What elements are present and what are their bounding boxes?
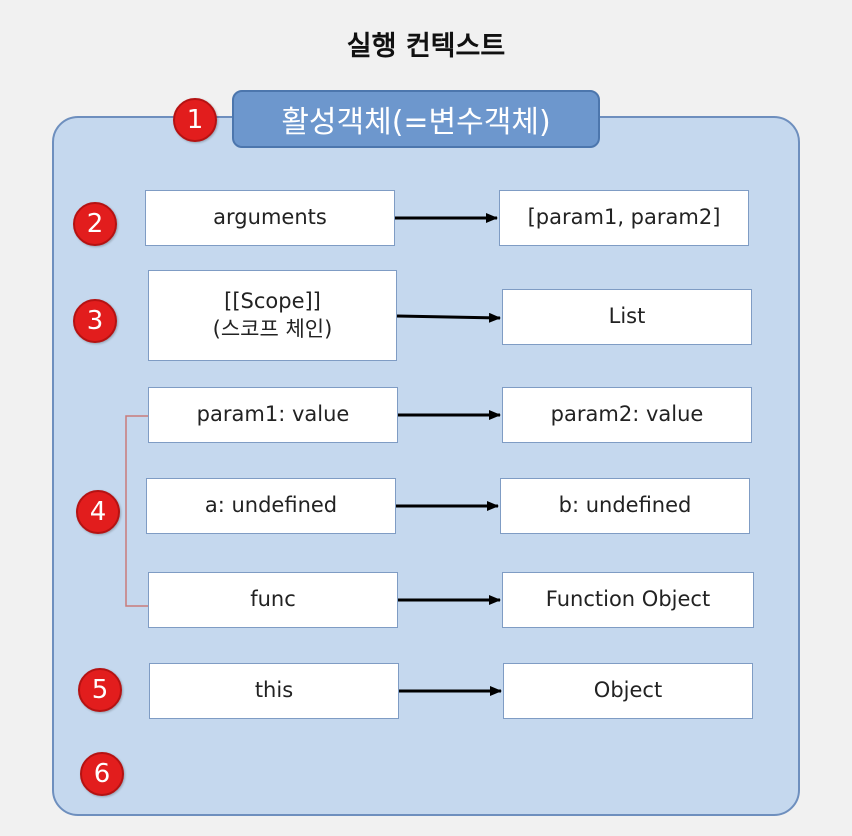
activation-object-header: 활성객체(=변수객체) — [232, 90, 600, 148]
badge-6: 6 — [80, 752, 124, 796]
badge-4: 4 — [76, 490, 120, 534]
diagram-title: 실행 컨텍스트 — [346, 31, 506, 62]
this-box: this — [149, 663, 399, 719]
variable-b-box: b: undefined — [500, 478, 750, 534]
scope-chain-label: (스코프 체인) — [212, 316, 333, 341]
arguments-value-box: [param1, param2] — [499, 190, 749, 246]
badge-3: 3 — [73, 299, 117, 343]
scope-label: [[Scope]] — [224, 289, 321, 314]
function-object-box: Function Object — [502, 572, 754, 628]
badge-2: 2 — [73, 202, 117, 246]
func-box: func — [148, 572, 398, 628]
variable-a-box: a: undefined — [146, 478, 396, 534]
arrow-scope — [396, 312, 501, 323]
badge-5: 5 — [78, 668, 122, 712]
scope-list-box: List — [502, 289, 752, 345]
param2-box: param2: value — [502, 387, 752, 443]
group-bracket — [125, 415, 148, 607]
scope-box: [[Scope]] (스코프 체인) — [148, 270, 397, 361]
param1-box: param1: value — [148, 387, 398, 443]
badge-1: 1 — [173, 98, 217, 142]
this-object-box: Object — [503, 663, 753, 719]
arguments-box: arguments — [145, 190, 395, 246]
